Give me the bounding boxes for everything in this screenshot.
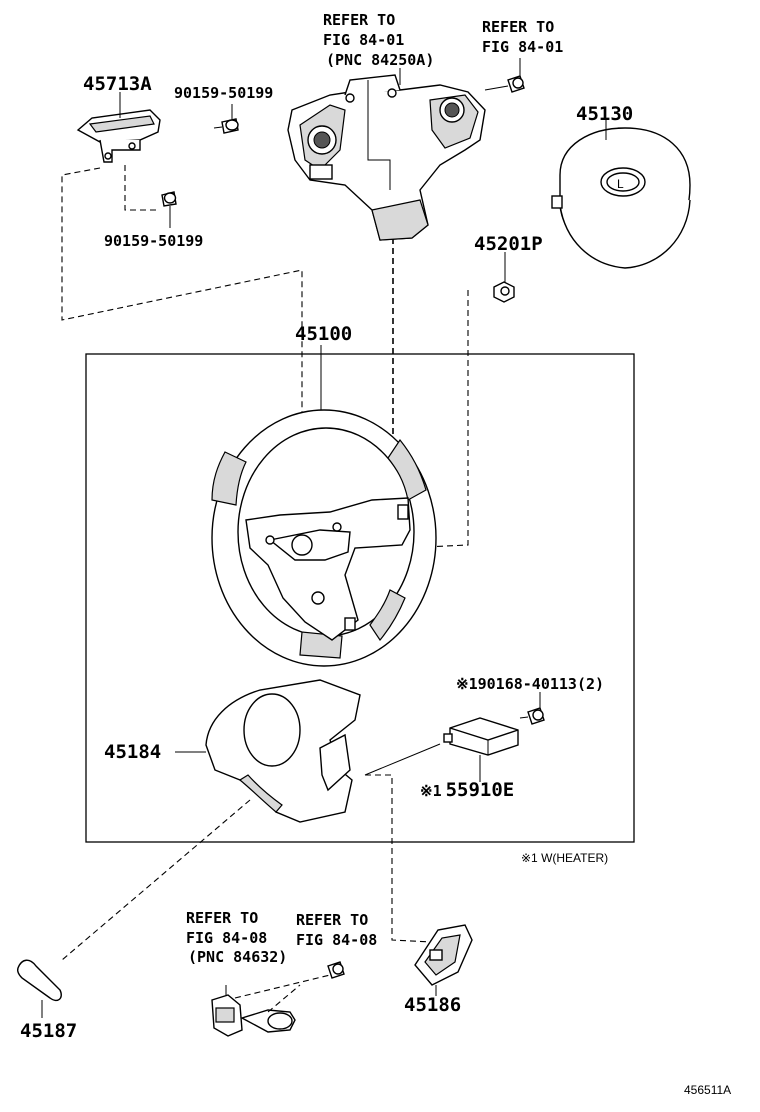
heater-note: ※1 W(HEATER) xyxy=(521,851,608,865)
label-45201p: 45201P xyxy=(474,233,543,255)
ref-bottom-left-line3: (PNC 84632) xyxy=(188,948,287,966)
label-45100: 45100 xyxy=(295,323,352,345)
cover-45186 xyxy=(414,924,473,996)
module-mark: ※1 xyxy=(420,782,442,800)
label-45713a: 45713A xyxy=(83,73,152,95)
airbag-45130: L xyxy=(551,118,691,269)
ref-bottom-right-line2: FIG 84-08 xyxy=(296,931,377,949)
heater-mark-upper: ※1 xyxy=(456,675,478,693)
ref-bottom-left-line2: FIG 84-08 xyxy=(186,929,267,947)
label-45130: 45130 xyxy=(576,103,633,125)
bracket-45713a xyxy=(76,92,161,163)
bolt-heater xyxy=(519,692,545,725)
switch-bottom xyxy=(211,974,331,1037)
label-45187: 45187 xyxy=(20,1020,77,1042)
ref-top-left-line2: FIG 84-01 xyxy=(323,31,404,49)
lower-cover-45184 xyxy=(175,679,361,823)
ref-top-right-line2: FIG 84-01 xyxy=(482,38,563,56)
heater-bolt-number: 90168-40113(2) xyxy=(478,675,604,693)
ref-top-left-line3: (PNC 84250A) xyxy=(326,51,434,69)
screw-top-right xyxy=(484,58,525,93)
ref-top-right-line1: REFER TO xyxy=(482,18,554,36)
bolt-bottom xyxy=(327,961,345,979)
diagram-id: 456511A xyxy=(684,1083,731,1097)
ref-bottom-left-line1: REFER TO xyxy=(186,909,258,927)
module-part-number: 55910E xyxy=(446,779,515,801)
steering-wheel-45100 xyxy=(211,409,437,667)
bolt-upper xyxy=(213,104,239,134)
lexus-logo: L xyxy=(617,177,624,191)
label-45184: 45184 xyxy=(104,741,161,763)
bolt-lower xyxy=(161,191,177,228)
label-45186: 45186 xyxy=(404,994,461,1016)
label-bolt-upper: 90159-50199 xyxy=(174,84,273,102)
label-bolt-lower: 90159-50199 xyxy=(104,232,203,250)
trim-45187 xyxy=(16,959,62,1018)
label-bolt-heater: ※190168-40113(2) xyxy=(456,675,604,693)
nut-45201p xyxy=(493,252,515,303)
heater-module-55910e xyxy=(364,717,519,782)
switch-assembly xyxy=(287,68,486,241)
assembly-frame xyxy=(85,353,635,843)
ref-top-left-line1: REFER TO xyxy=(323,11,395,29)
ref-bottom-right-line1: REFER TO xyxy=(296,911,368,929)
